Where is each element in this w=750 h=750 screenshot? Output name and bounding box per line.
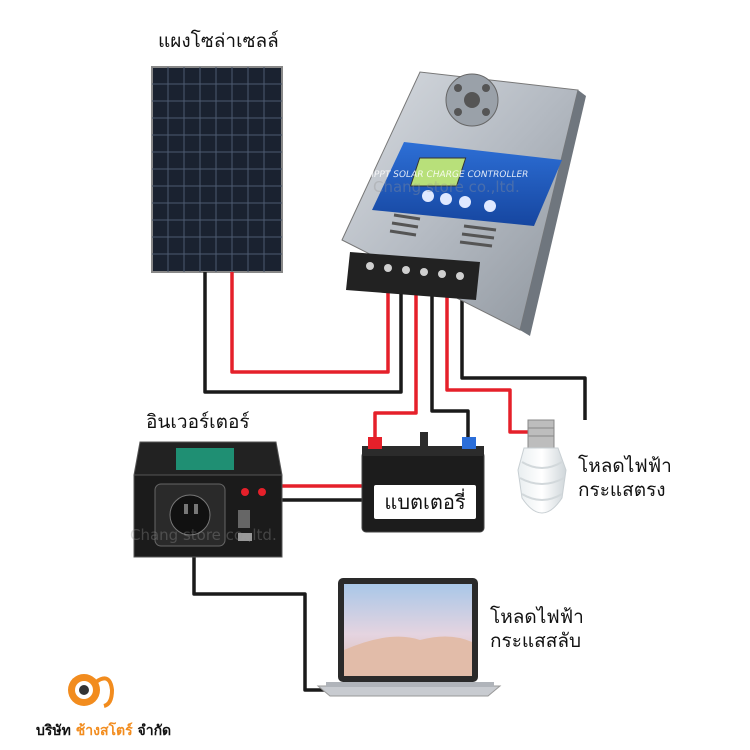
- solar-panel-label: แผงโซล่าเซลล์: [158, 30, 279, 52]
- watermark-controller: Chang store co.,ltd.: [373, 178, 520, 196]
- dc-load-label-line1: โหลดไฟฟ้า: [578, 455, 672, 477]
- company-logo: [68, 674, 115, 708]
- wire-battery-positive: [373, 290, 418, 445]
- ac-load-label: โหลดไฟฟ้า กระแสสลับ: [490, 606, 584, 654]
- dc-load-bulb: [517, 419, 567, 514]
- company-prefix: บริษัท: [36, 723, 71, 739]
- watermark-inverter: Chang store co.,ltd.: [130, 526, 277, 544]
- fan-grille: [445, 73, 499, 127]
- company-suffix: จำกัด: [137, 723, 172, 739]
- ac-load-label-line1: โหลดไฟฟ้า: [490, 606, 584, 628]
- battery-label: แบตเตอรี่: [374, 485, 476, 519]
- wire-panel-negative: [203, 272, 403, 394]
- company-name: บริษัท ช้างสโตร์ จำกัด: [36, 720, 171, 742]
- wire-panel-positive: [230, 272, 390, 374]
- charge-controller: [341, 71, 586, 336]
- wire-inverter-ac: [192, 556, 330, 692]
- wire-load-positive: [445, 290, 530, 434]
- inverter: [133, 441, 283, 558]
- controller-buttons: [422, 190, 496, 212]
- company-brand: ช้างสโตร์: [75, 723, 133, 739]
- dc-load-label-line2: กระแสตรง: [578, 478, 666, 501]
- ac-load-label-line2: กระแสสลับ: [490, 629, 582, 652]
- wire-battery-negative: [430, 290, 470, 445]
- laptop: [316, 578, 502, 697]
- dc-load-label: โหลดไฟฟ้า กระแสตรง: [578, 455, 672, 503]
- wire-load-negative: [460, 290, 587, 420]
- solar-panel: [151, 66, 283, 273]
- inverter-label: อินเวอร์เตอร์: [146, 411, 250, 433]
